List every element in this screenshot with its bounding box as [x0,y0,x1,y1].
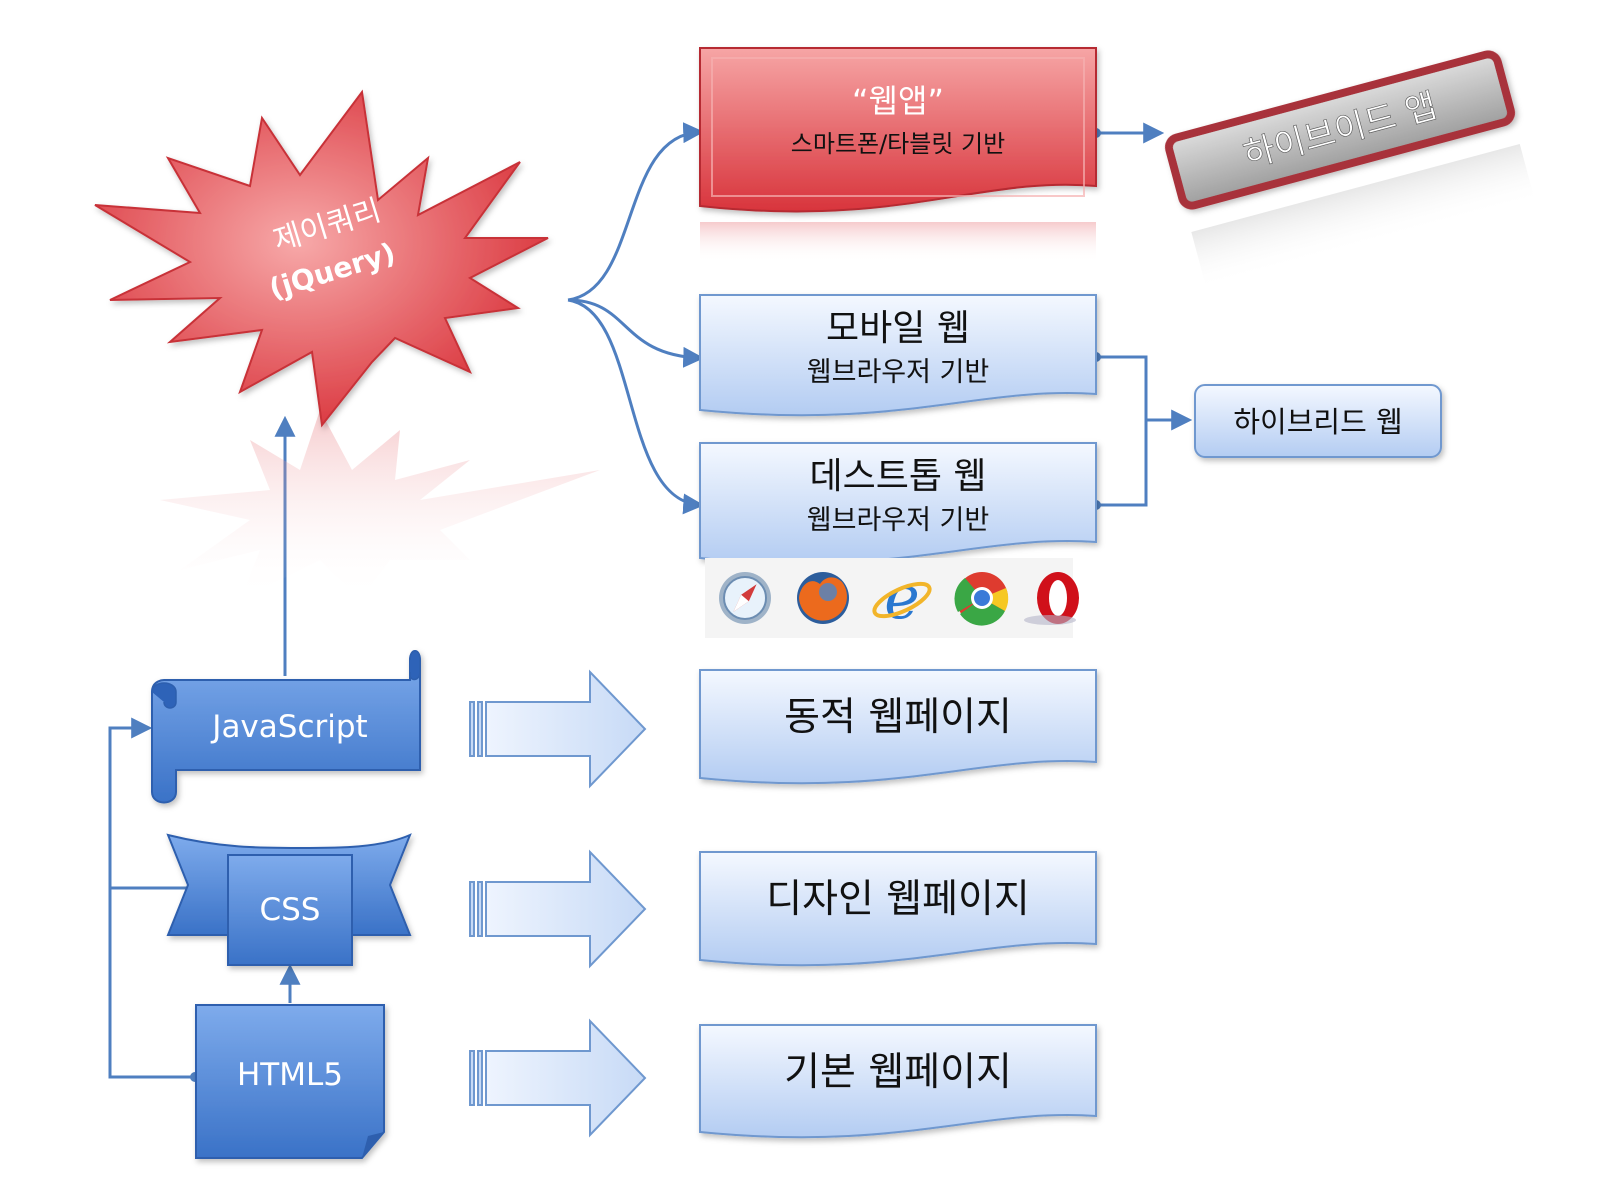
opera-icon [1024,572,1079,625]
desktop-web-subtitle: 웹브라우저 기반 [807,505,989,536]
browser-icons-strip: e [705,558,1079,638]
webapp-subtitle: 스마트폰/타블릿 기반 [791,130,1005,158]
javascript-scroll: JavaScript [151,650,421,804]
webapp-reflection [700,222,1096,262]
hybrid-app-box: 하이브이드 앱 [1164,50,1536,290]
dynamic-page-shape [699,669,1097,785]
arrow-html-to-basic [469,1018,647,1138]
svg-text:e: e [884,563,920,633]
connector-burst-to-desktop [567,298,705,515]
basic-page-shape [699,1024,1097,1139]
desktop-web-title: 데스트톱 웹 [809,456,986,497]
firefox-icon [797,572,849,624]
connector-desktop-to-hybrid-web [1096,420,1148,507]
webapp-shape [699,47,1097,213]
mobile-web-subtitle: 웹브라우저 기반 [807,357,989,388]
hybrid-web-label: 하이브리드 웹 [1233,405,1402,439]
javascript-label: JavaScript [210,709,367,745]
hybrid-web-shape [1194,384,1442,458]
connector-mobile-to-hybrid-web [1096,355,1148,420]
design-page-label: 디자인 웹페이지 [766,877,1030,922]
mobile-web-title: 모바일 웹 [826,308,970,349]
design-page-box: 디자인 웹페이지 [699,851,1097,967]
dynamic-page-box: 동적 웹페이지 [699,669,1097,785]
big-arrows [469,669,647,1138]
html5-doc: HTML5 [195,1004,385,1159]
html5-label: HTML5 [237,1057,343,1093]
hybrid-web-box: 하이브리드 웹 [1194,384,1442,458]
dynamic-page-label: 동적 웹페이지 [784,695,1012,740]
connectors [108,122,1193,1079]
safari-icon [719,572,771,624]
arrow-css-to-design [469,849,647,969]
jquery-burst: 제이쿼리 (jQuery) [94,89,600,600]
css-label: CSS [259,892,320,928]
connector-burst-to-mobile [567,298,705,368]
desktop-web-box: 데스트톱 웹 웹브라우저 기반 [699,442,1097,565]
basic-page-label: 기본 웹페이지 [784,1050,1012,1095]
jquery-burst-reflection [160,410,600,600]
design-page-shape [699,851,1097,967]
arrow-js-to-dynamic [469,669,647,789]
connector-left-bracket [108,717,195,1079]
basic-page-box: 기본 웹페이지 [699,1024,1097,1139]
css-ribbon: CSS [166,833,412,966]
webapp-title: “웹앱” [852,82,944,120]
connector-burst-to-webapp [567,122,705,302]
mobile-web-box: 모바일 웹 웹브라우저 기반 [699,294,1097,417]
mobile-web-shape [699,294,1097,417]
jquery-burst-shape [94,89,549,428]
hybrid-app-shape [1164,50,1516,210]
ie-icon: e [872,563,932,633]
chrome-icon [954,572,1009,626]
webapp-box: “웹앱” 스마트폰/타블릿 기반 [699,47,1097,262]
